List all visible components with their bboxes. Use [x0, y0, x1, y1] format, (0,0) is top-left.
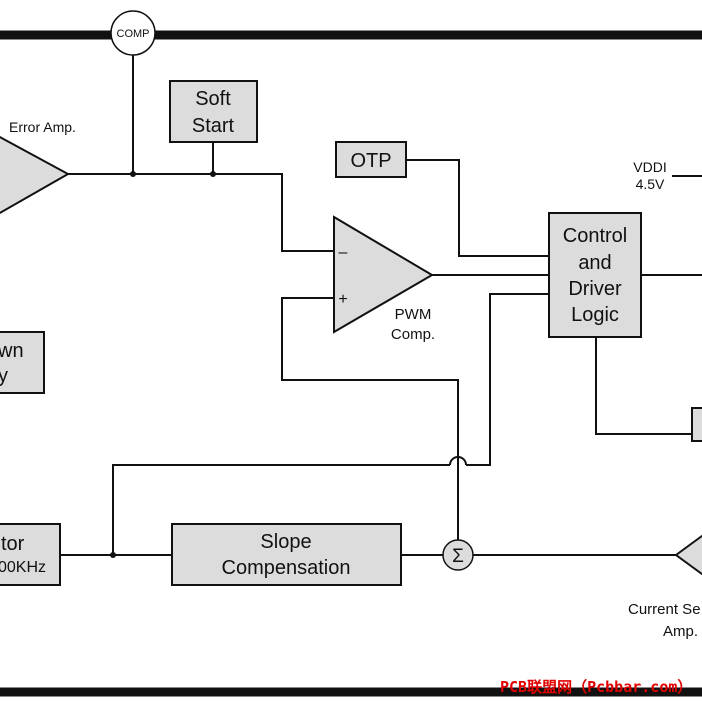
error-amp-output-wire: [68, 173, 334, 252]
logic-down-wire: [595, 337, 692, 435]
error-amp-label: Error Amp.: [9, 119, 76, 135]
junction-dot: [210, 171, 216, 177]
slope-comp-label-2: Compensation: [222, 557, 351, 579]
wires: [60, 55, 702, 556]
comp-pin-label: COMP: [117, 28, 150, 40]
oscillator-partial-label-2: 00KHz: [0, 559, 46, 576]
partial-right-block: [691, 407, 702, 442]
oscillator-wire-b: [466, 293, 549, 466]
pwm-comparator-triangle: [333, 215, 434, 334]
comp-pin: [110, 10, 156, 56]
junction-dot: [110, 552, 116, 558]
current-sense-label-1: Current Se: [628, 601, 701, 618]
vddi-label: VDDI: [633, 159, 666, 175]
logic-label-1: Control: [563, 225, 627, 247]
logic-label-2: and: [578, 252, 611, 274]
shutdown-partial-label-1: wn: [0, 340, 24, 362]
summation-symbol: Σ: [452, 546, 464, 567]
slope-compensation-block: [171, 523, 402, 586]
pwm-plus-wire: [281, 297, 459, 541]
otp-wire: [406, 159, 549, 257]
summation-node: [442, 539, 474, 571]
logic-label-3: Driver: [568, 278, 622, 300]
soft-start-label-1: Soft: [195, 88, 231, 110]
oscillator-partial-block: [0, 523, 61, 586]
otp-block: [335, 141, 407, 178]
soft-start-block: [169, 80, 258, 143]
pwm-comp-label-1: PWM: [395, 306, 432, 323]
shutdown-partial-label-2: y: [0, 365, 8, 387]
pwm-comp-label-2: Comp.: [391, 326, 435, 343]
current-sense-label-2: Amp.: [663, 623, 698, 640]
pwm-plus-label: +: [338, 291, 347, 308]
watermark-text: PCB联盟网（Pcbbar.com）: [500, 678, 692, 696]
shutdown-partial-block: [0, 331, 45, 394]
oscillator-wire-a: [112, 464, 450, 555]
otp-label: OTP: [350, 150, 391, 172]
slope-comp-label-1: Slope: [260, 531, 311, 553]
oscillator-partial-label-1: tor: [1, 533, 25, 555]
pwm-minus-label: –: [339, 244, 348, 261]
error-amp-triangle: [0, 135, 71, 215]
logic-label-4: Logic: [571, 304, 619, 326]
soft-start-label-2: Start: [192, 115, 235, 137]
junction-dot: [130, 171, 136, 177]
vddi-voltage-label: 4.5V: [636, 176, 665, 192]
control-driver-logic-block: [548, 212, 642, 338]
current-sense-amp-triangle: [674, 534, 702, 576]
